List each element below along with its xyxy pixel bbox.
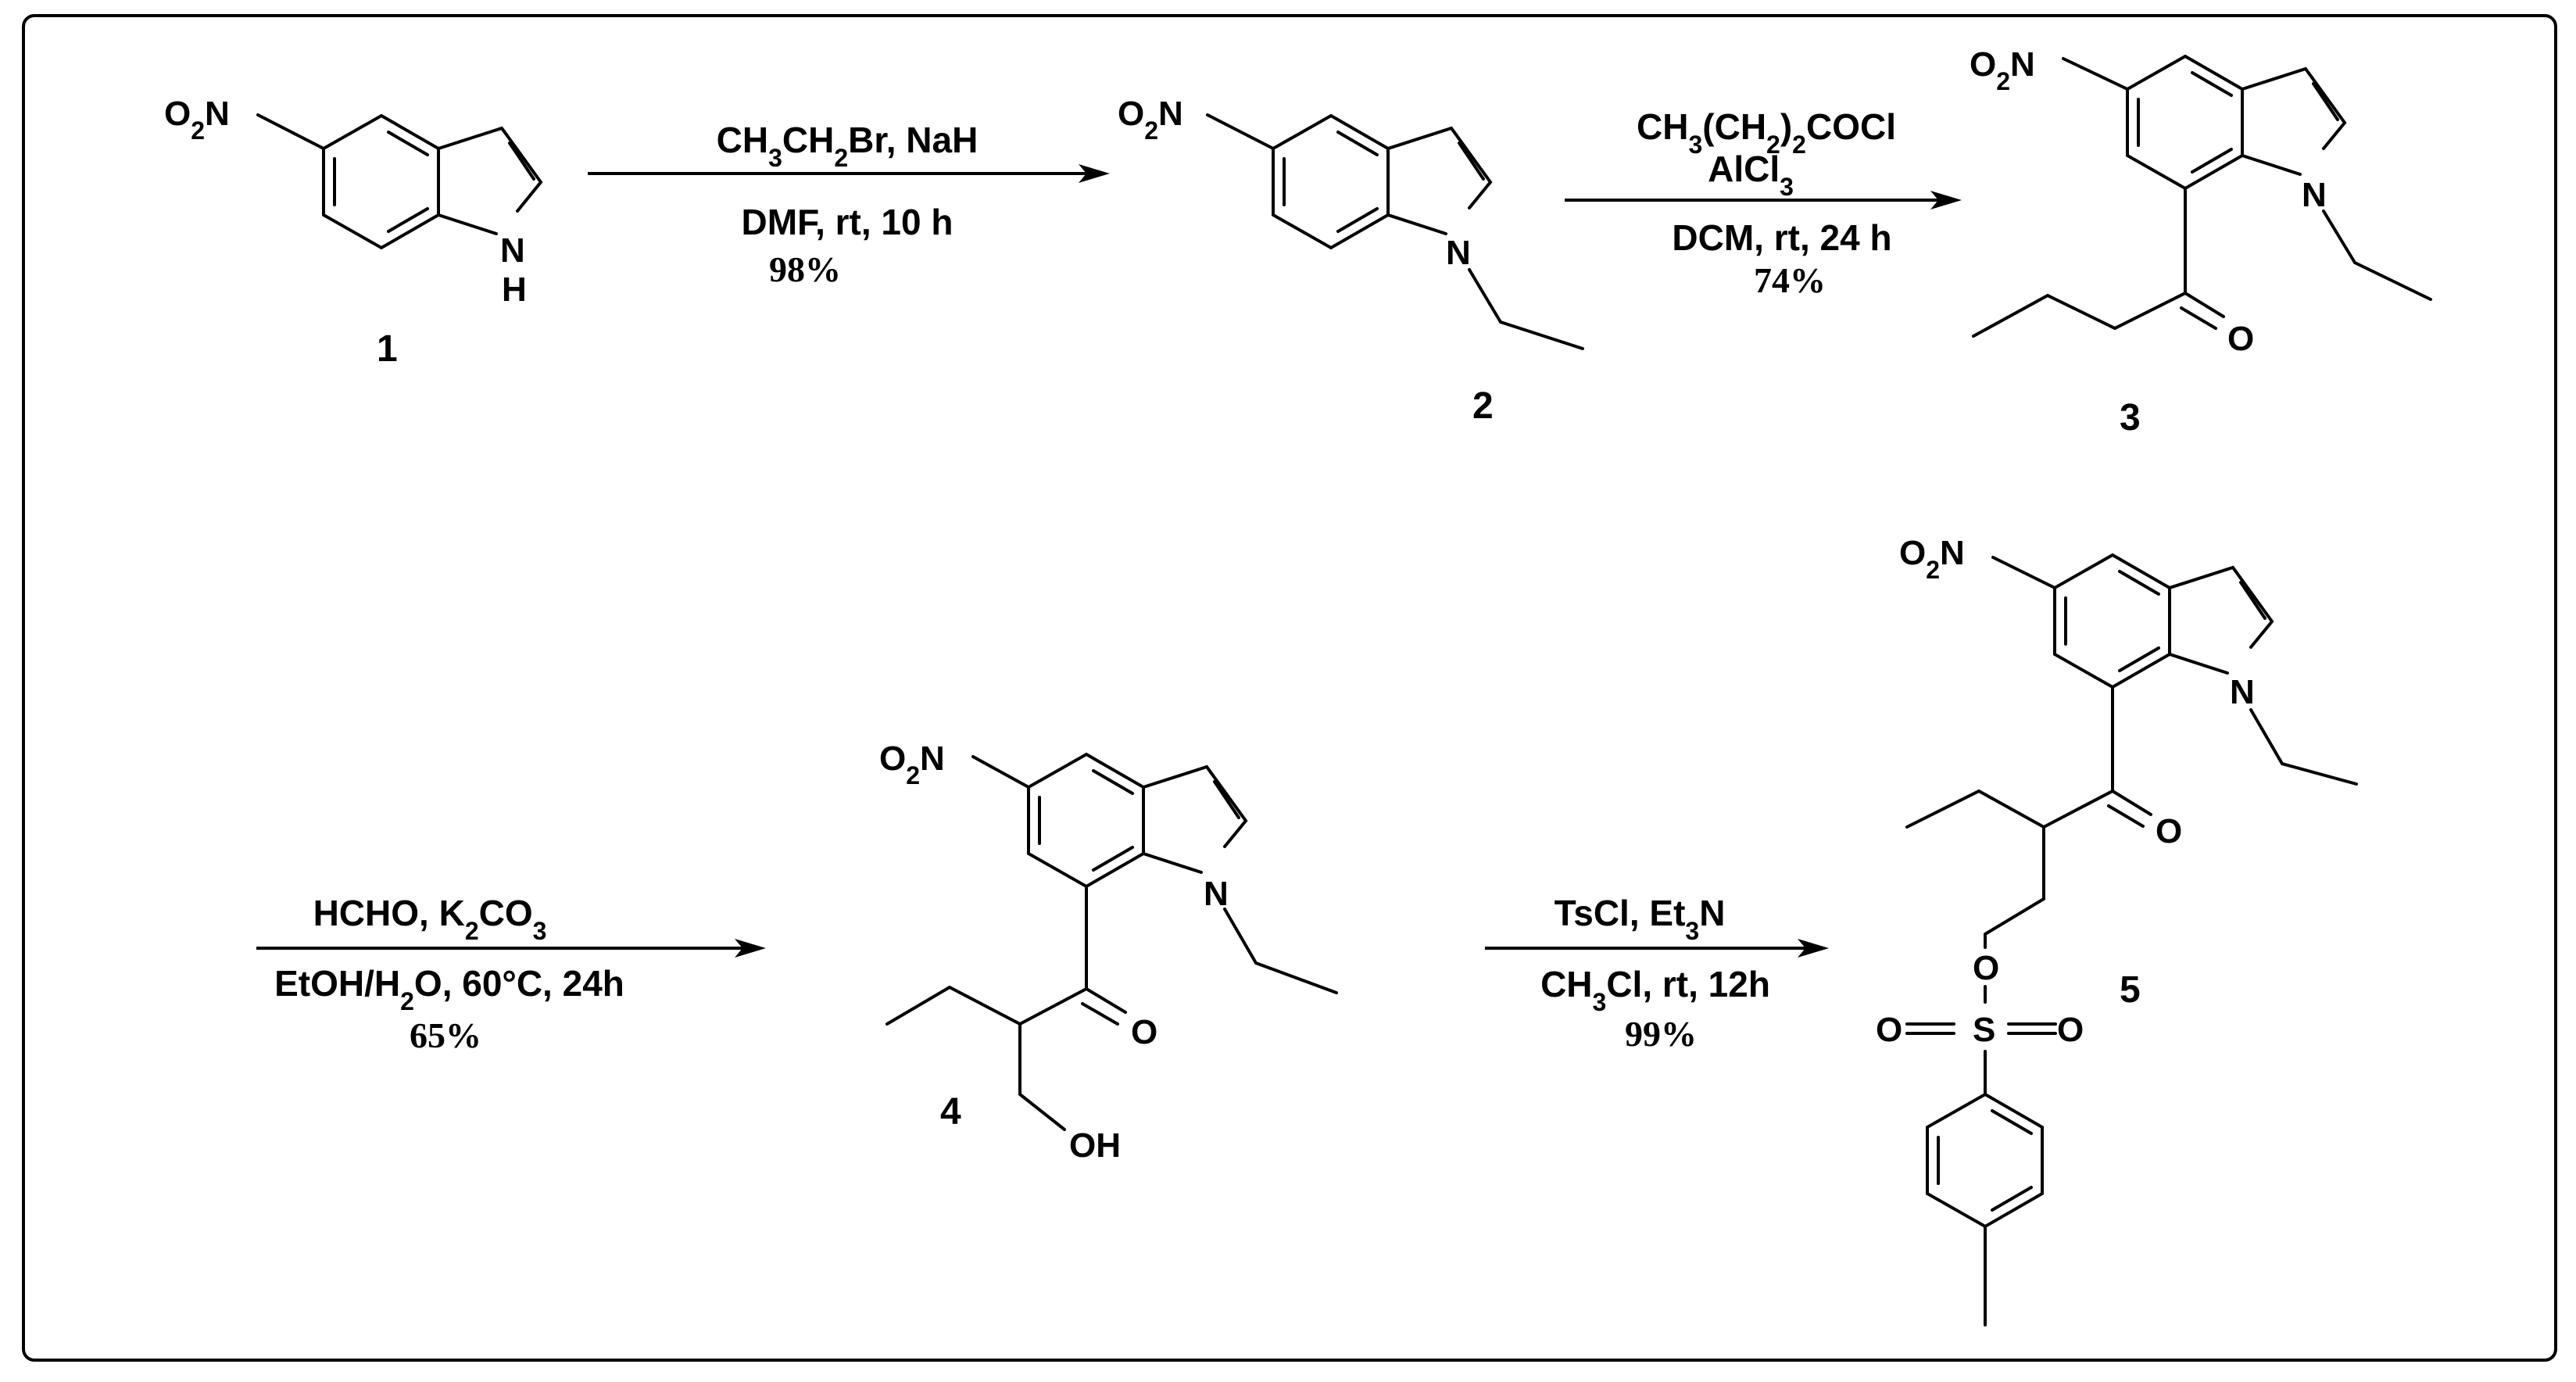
nitro-group-label: O2N [1899,534,1965,584]
sulfonyl-o-left-label: O [1876,1011,1902,1049]
h-label: H [502,270,527,309]
compound-1-number: 1 [377,328,398,370]
step-2-reagent-line-2: AlCl3 [1708,149,1794,201]
compound-5-structure: O2N N O O O S O [1876,534,2358,1327]
step-1-conditions: DMF, rt, 10 h [742,202,953,242]
carbonyl-o-label: O [2227,320,2254,358]
step-1-reagents: CH3CH2Br, NaH [717,120,979,172]
hydroxyl-label: OH [1069,1126,1121,1165]
nitro-group-label: O2N [1118,95,1183,145]
step-3-yield: 65% [410,1015,481,1055]
n-label: N [1446,234,1471,272]
reaction-arrow-3 [256,939,766,958]
compound-3-structure: O2N N O [1970,45,2432,358]
reaction-arrow-1 [588,164,1110,183]
step-4-reagents: TsCl, Et3N [1555,893,1726,945]
compound-4-structure: O2N N O OH [879,739,1338,1165]
step-2-conditions: DCM, rt, 24 h [1672,217,1891,258]
compound-1-structure: O2N N H [164,95,543,309]
nitro-group-label: O2N [164,95,230,145]
compound-5-number: 5 [2120,969,2141,1011]
carbonyl-o-label: O [1131,1013,1157,1051]
carbonyl-o-label: O [2156,812,2182,850]
nh-label: N [500,231,525,270]
step-1-yield: 98% [769,249,841,289]
ether-o-label: O [1973,949,1999,987]
compound-2-number: 2 [1472,385,1494,427]
n-label: N [1204,875,1229,913]
nitro-group-label: O2N [879,739,945,789]
reaction-arrow-2 [1565,191,1962,209]
reaction-arrow-4 [1485,939,1829,958]
n-label: N [2230,673,2255,711]
sulfur-label: S [1973,1011,1995,1049]
step-2-reagent-line-1: CH3(CH2)2COCl [1637,106,1896,159]
step-3-reagents: HCHO, K2CO3 [313,893,547,945]
scheme-frame [22,14,2557,1362]
nitro-group-label: O2N [1970,45,2035,95]
step-3-conditions: EtOH/H2O, 60°C, 24h [274,963,624,1015]
n-label: N [2302,176,2327,214]
compound-3-number: 3 [2120,397,2141,439]
compound-4-number: 4 [940,1091,961,1133]
sulfonyl-o-right-label: O [2057,1011,2084,1049]
step-4-yield: 99% [1625,1014,1697,1054]
compound-2-structure: O2N N [1118,95,1584,350]
step-4-conditions: CH3Cl, rt, 12h [1540,964,1770,1016]
step-2-yield: 74% [1754,260,1826,300]
